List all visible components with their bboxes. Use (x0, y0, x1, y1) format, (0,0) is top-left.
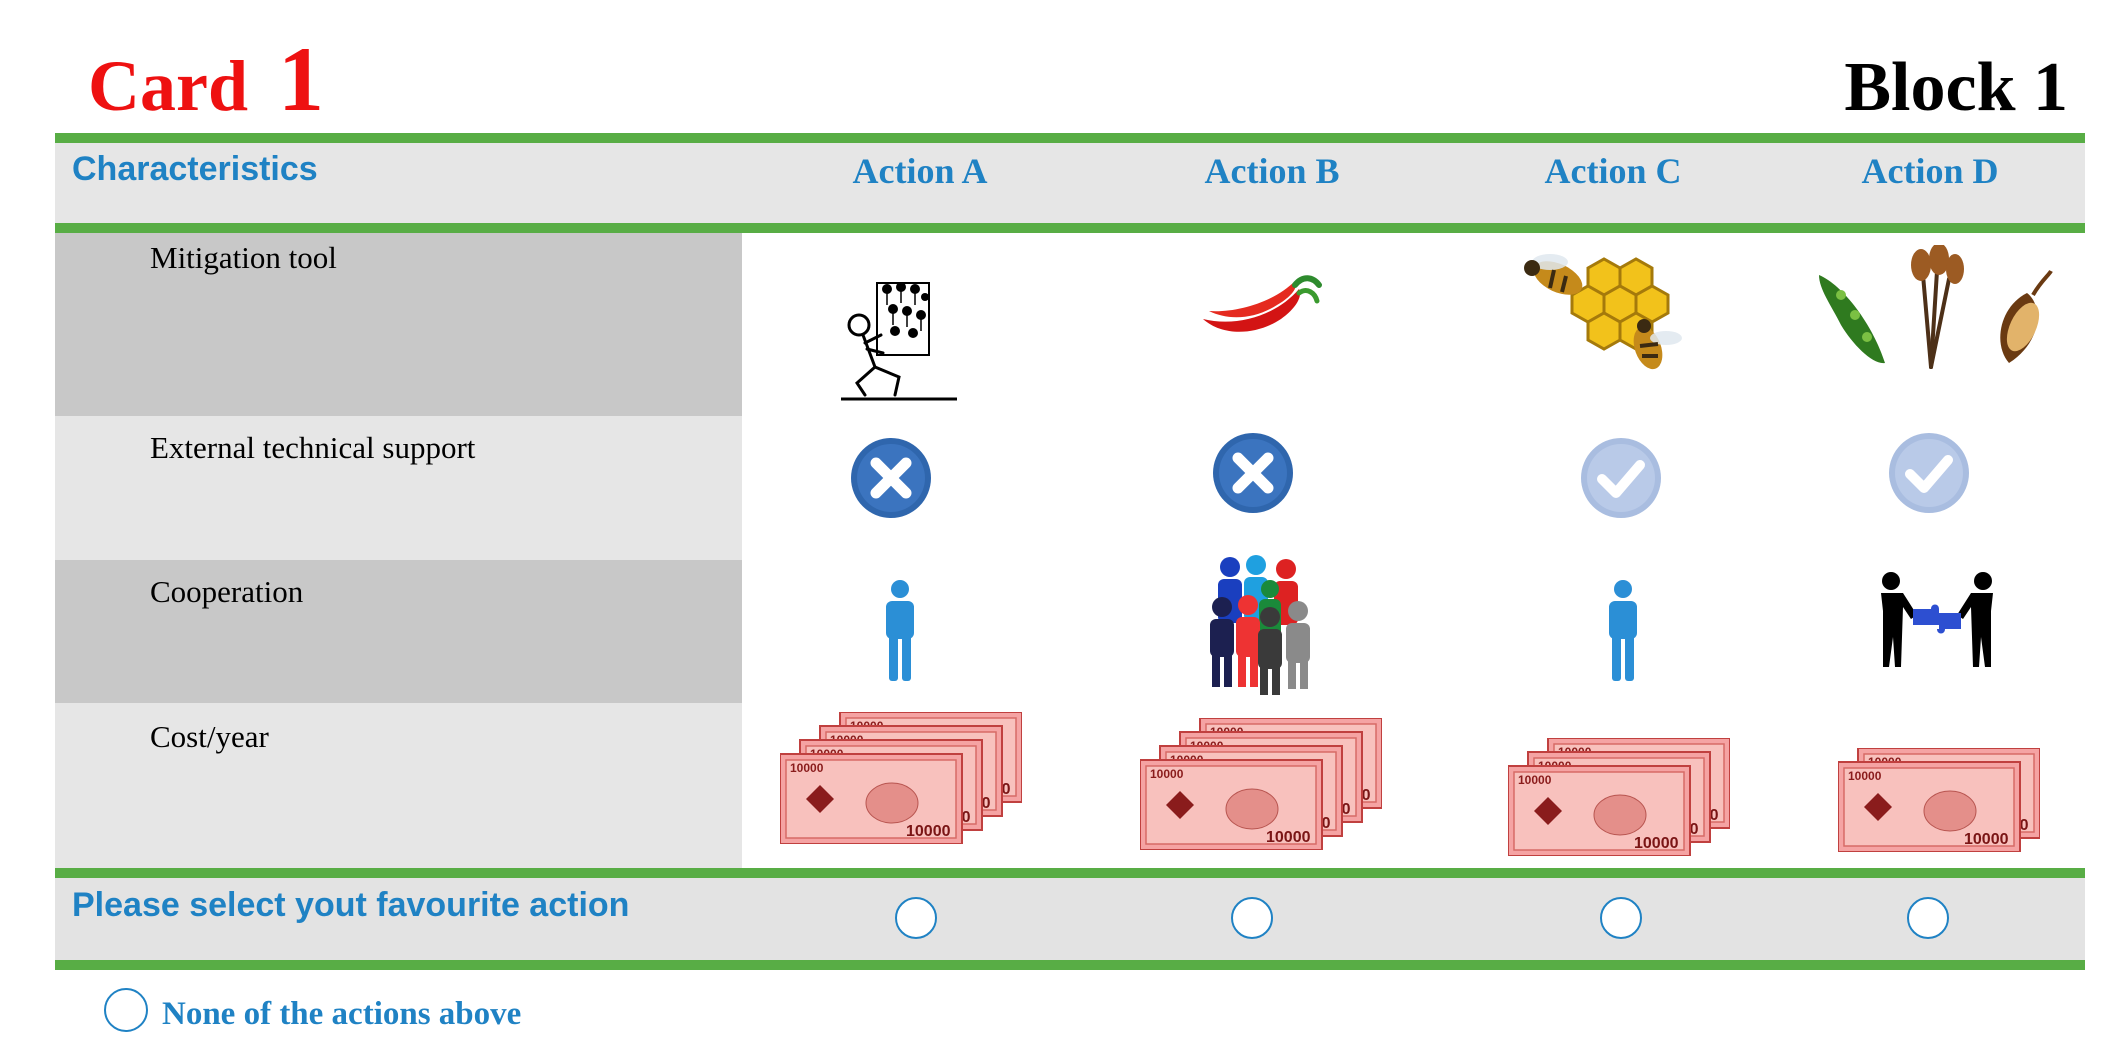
mitigation-a (830, 272, 970, 412)
group-of-people-icon (1210, 555, 1310, 695)
row-cooperation-cell (55, 560, 742, 703)
header-top-rule (55, 133, 2085, 143)
single-person-icon (886, 579, 914, 681)
row-label-support: External technical support (150, 430, 476, 465)
chili-pepper-icon (1203, 275, 1322, 332)
selection-top-rule (55, 868, 2085, 878)
single-person-icon (1609, 579, 1637, 681)
radio-action-d[interactable] (1907, 897, 1949, 939)
cross-icon (851, 438, 931, 518)
selection-prompt: Please select yout favourite action (72, 886, 630, 924)
two-people-puzzle-icon (1881, 572, 1993, 667)
svg-text:10000: 10000 (1266, 829, 1311, 846)
svg-text:10000: 10000 (1848, 769, 1882, 783)
cross-icon (1213, 433, 1293, 513)
row-label-cooperation: Cooperation (150, 574, 304, 609)
banknote-icon: 10000 10000 (779, 753, 963, 845)
cooperation-c (1598, 578, 1648, 683)
action-b-header: Action B (1204, 151, 1340, 191)
banknote-icon: 10000 10000 (1139, 759, 1323, 851)
support-c (1576, 433, 1666, 523)
svg-text:10000: 10000 (1150, 767, 1184, 781)
svg-text:10000: 10000 (1634, 835, 1679, 852)
action-d-header: Action D (1861, 151, 1999, 191)
checkmark-icon (1889, 433, 1969, 513)
row-support-cell (55, 416, 742, 560)
checkmark-icon (1581, 438, 1661, 518)
row-label-mitigation: Mitigation tool (150, 240, 337, 275)
bees-honeycomb-icon (1523, 254, 1682, 370)
none-option-label: None of the actions above (162, 996, 522, 1032)
support-b (1208, 428, 1298, 518)
svg-text:10000: 10000 (790, 761, 824, 775)
mitigation-c (1515, 248, 1690, 378)
action-a-header: Action A (852, 151, 988, 191)
support-a (846, 433, 936, 523)
radio-action-a[interactable] (895, 897, 937, 939)
action-c-header: Action C (1544, 151, 1682, 191)
row-mitigation-cell (55, 233, 742, 416)
selection-bottom-rule (55, 960, 2085, 970)
selection-band (55, 878, 2085, 960)
support-d (1884, 428, 1974, 518)
mitigation-d (1810, 245, 2055, 375)
radio-none[interactable] (104, 988, 148, 1032)
row-cost-cell (55, 703, 742, 868)
header-band (55, 143, 2085, 223)
mitigation-b (1190, 262, 1330, 352)
row-label-cost: Cost/year (150, 719, 269, 754)
card-title: Card 1 (88, 26, 324, 132)
header-bottom-rule (55, 223, 2085, 233)
svg-text:10000: 10000 (906, 823, 951, 840)
card-word: Card (88, 46, 248, 126)
radio-action-b[interactable] (1231, 897, 1273, 939)
characteristics-header: Characteristics (72, 150, 318, 188)
crops-beans-sorghum-maize-icon (1818, 245, 2053, 369)
cooperation-d (1872, 566, 2002, 676)
cooperation-a (875, 578, 925, 683)
svg-text:10000: 10000 (1518, 773, 1552, 787)
block-title: Block 1 (1844, 49, 2068, 126)
banknote-icon: 10000 10000 (1507, 765, 1691, 857)
radio-action-c[interactable] (1600, 897, 1642, 939)
banknote-icon: 10000 10000 (1837, 761, 2021, 853)
card-number: 1 (278, 28, 324, 130)
svg-text:10000: 10000 (1964, 831, 2009, 848)
cooperation-b (1205, 555, 1325, 695)
person-carrying-flags-icon (841, 281, 957, 400)
